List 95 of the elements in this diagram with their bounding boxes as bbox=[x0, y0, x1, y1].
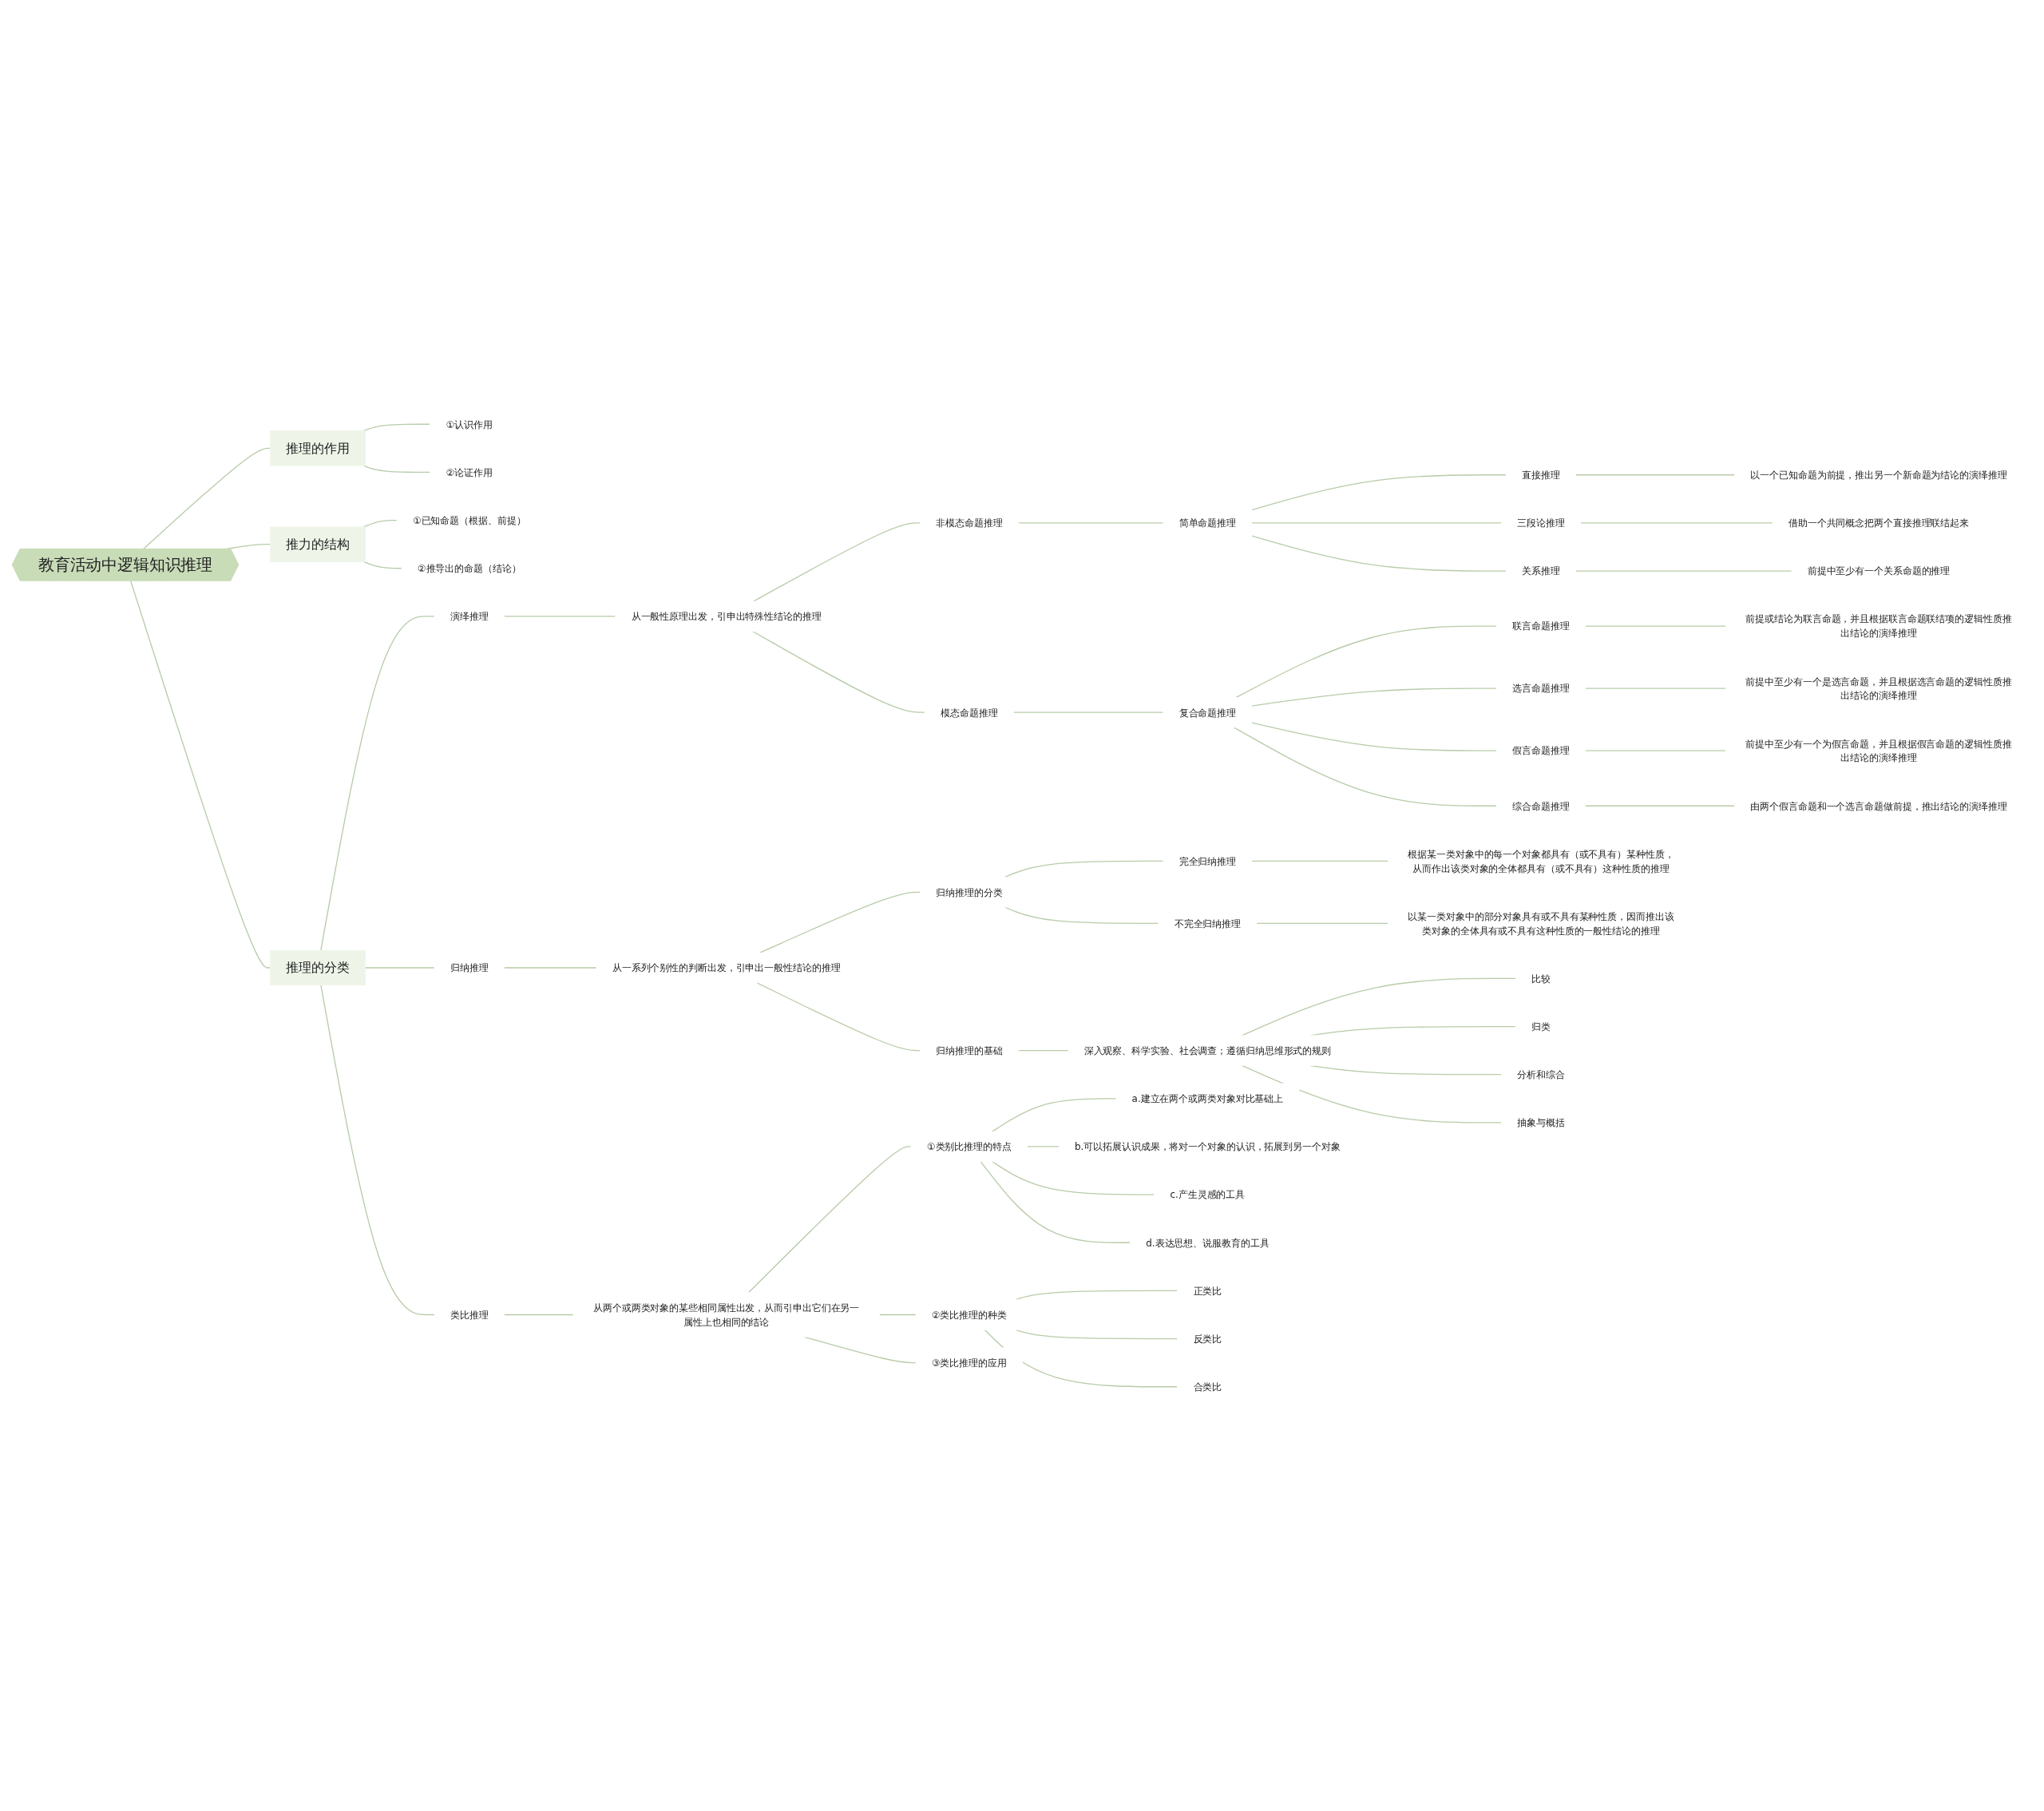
node-text: d.表达思想、说服教育的工具 bbox=[1146, 1237, 1270, 1249]
connector bbox=[1251, 688, 1498, 707]
connector bbox=[980, 1161, 1131, 1243]
connector bbox=[984, 1329, 1178, 1388]
connector bbox=[1251, 535, 1507, 572]
node-text: ①已知命题（根据、前提） bbox=[412, 514, 526, 526]
connector bbox=[503, 1314, 574, 1316]
node-text: 借助一个共同概念把两个直接推理联结起来 bbox=[1788, 517, 1970, 529]
connector bbox=[1251, 722, 1498, 751]
connector bbox=[320, 616, 435, 951]
node-text: 比较 bbox=[1531, 973, 1551, 985]
node-text: 三段论推理 bbox=[1517, 517, 1565, 529]
node-text: 假言命题推理 bbox=[1512, 745, 1570, 757]
connector bbox=[1012, 711, 1164, 713]
connector bbox=[756, 982, 921, 1052]
node-text: 演绎推理 bbox=[450, 610, 489, 622]
connector bbox=[1584, 750, 1726, 751]
connector bbox=[320, 985, 435, 1316]
node-text: 前提或结论为联言命题，并且根据联言命题联结项的逻辑性质推出结论的演绎推理 bbox=[1745, 613, 2012, 639]
node-text: 非模态命题推理 bbox=[936, 517, 1003, 529]
node-text: 由两个假言命题和一个选言命题做前提，推出结论的演绎推理 bbox=[1750, 800, 2007, 812]
node-text: 复合命题推理 bbox=[1178, 707, 1237, 719]
node-box: 推理的作用 bbox=[270, 430, 366, 466]
node-text: 不完全归纳推理 bbox=[1174, 917, 1242, 929]
node-text: b.可以拓展认识成果，将对一个对象的认识，拓展到另一个对象 bbox=[1075, 1141, 1341, 1152]
node-text: 以某一类对象中的部分对象具有或不具有某种性质，因而推出该类对象的全体具有或不具有这种性质的一般性结论的推理 bbox=[1408, 910, 1674, 937]
node-text: 前提中至少有一个为假言命题，并且根据假言命题的逻辑性质推出结论的演绎推理 bbox=[1745, 738, 2012, 763]
node-text: 类比推理 bbox=[450, 1309, 489, 1321]
node-text: 前提中至少有一个关系命题的推理 bbox=[1807, 565, 1951, 577]
connector bbox=[1579, 522, 1773, 524]
node-text: ②推导出的命题（结论） bbox=[417, 562, 521, 574]
node-text: 从一系列个别性的判断出发，引申出一般性结论的推理 bbox=[612, 962, 841, 973]
node-text: 深入观察、科学实验、社会调查；遵循归纳思维形式的规则 bbox=[1083, 1044, 1332, 1056]
connector bbox=[503, 967, 597, 969]
node-text: ①类别比推理的特点 bbox=[926, 1141, 1012, 1152]
node-box: 推力的结构 bbox=[270, 526, 366, 562]
node-text: 选言命题推理 bbox=[1512, 683, 1570, 695]
node-text: 正类比 bbox=[1193, 1285, 1222, 1297]
connector bbox=[364, 967, 435, 969]
node-text: 从两个或两类对象的某些相同属性出发，从而引申出它们在另一属性上也相同的结论 bbox=[593, 1302, 860, 1328]
node-text: 直接推理 bbox=[1522, 469, 1560, 481]
node-text: 联言命题推理 bbox=[1512, 620, 1570, 632]
connector bbox=[1584, 688, 1726, 689]
node-text: 从一般性原理出发，引申出特殊性结论的推理 bbox=[631, 610, 822, 622]
node-text: 合类比 bbox=[1193, 1381, 1222, 1393]
connector bbox=[1026, 1146, 1060, 1147]
connector bbox=[362, 465, 431, 474]
node-box: 推理的分类 bbox=[270, 949, 366, 986]
node-text: 反类比 bbox=[1193, 1333, 1222, 1345]
connector bbox=[1584, 625, 1726, 627]
connector bbox=[130, 580, 271, 969]
connector bbox=[1241, 1064, 1502, 1123]
connector bbox=[362, 519, 398, 528]
connector bbox=[503, 616, 616, 617]
node-text: 完全归纳推理 bbox=[1178, 855, 1237, 867]
node-text: 归类 bbox=[1531, 1020, 1551, 1032]
connector bbox=[1251, 522, 1502, 524]
connector bbox=[759, 891, 921, 953]
connector bbox=[992, 1161, 1155, 1195]
connector bbox=[1235, 625, 1498, 699]
connector bbox=[753, 522, 921, 602]
connector bbox=[362, 561, 402, 569]
node-text: ①认识作用 bbox=[446, 418, 493, 430]
node-text: 前提中至少有一个是选言命题，并且根据选言命题的逻辑性质推出结论的演绎推理 bbox=[1745, 676, 2012, 701]
node-text: 综合命题推理 bbox=[1512, 800, 1570, 812]
connector bbox=[362, 423, 431, 432]
connector bbox=[752, 631, 925, 713]
connector bbox=[1251, 474, 1507, 511]
node-text: 以一个已知命题为前提，推出另一个新命题为结论的演绎推理 bbox=[1750, 469, 2007, 481]
connector bbox=[1251, 860, 1388, 862]
node-text: 模态命题推理 bbox=[941, 707, 998, 719]
connector bbox=[1256, 922, 1388, 924]
node-text: 归纳推理 bbox=[450, 962, 489, 973]
node-text: 归纳推理的基础 bbox=[936, 1044, 1003, 1056]
node-text: 根据某一类对象中的每一个对象都具有（或不具有）某种性质，从而作出该类对象的全体都具有（或不具有）这种性质的推理 bbox=[1408, 848, 1674, 874]
node-text: ②类比推理的种类 bbox=[931, 1309, 1007, 1321]
connector bbox=[1584, 805, 1736, 806]
node-text: 关系推理 bbox=[1522, 565, 1560, 577]
node-text: 简单命题推理 bbox=[1178, 517, 1237, 529]
connector bbox=[1017, 522, 1164, 524]
connector bbox=[1233, 727, 1498, 806]
connector bbox=[992, 1098, 1117, 1132]
node-text: 分析和综合 bbox=[1517, 1068, 1565, 1080]
connector bbox=[1017, 1049, 1069, 1052]
node-text: ②论证作用 bbox=[446, 466, 493, 478]
node-text: a.建立在两个或两类对象对比基础上 bbox=[1131, 1092, 1284, 1104]
connector bbox=[1575, 474, 1736, 476]
connector bbox=[1575, 570, 1792, 572]
node-text: 抽象与概括 bbox=[1517, 1116, 1565, 1128]
connector bbox=[1004, 860, 1164, 878]
connector bbox=[142, 447, 271, 550]
connector bbox=[747, 1146, 912, 1294]
node-text: c.产生灵感的工具 bbox=[1170, 1189, 1246, 1201]
node-text: 归纳推理的分类 bbox=[936, 886, 1003, 898]
connector bbox=[878, 1314, 917, 1316]
